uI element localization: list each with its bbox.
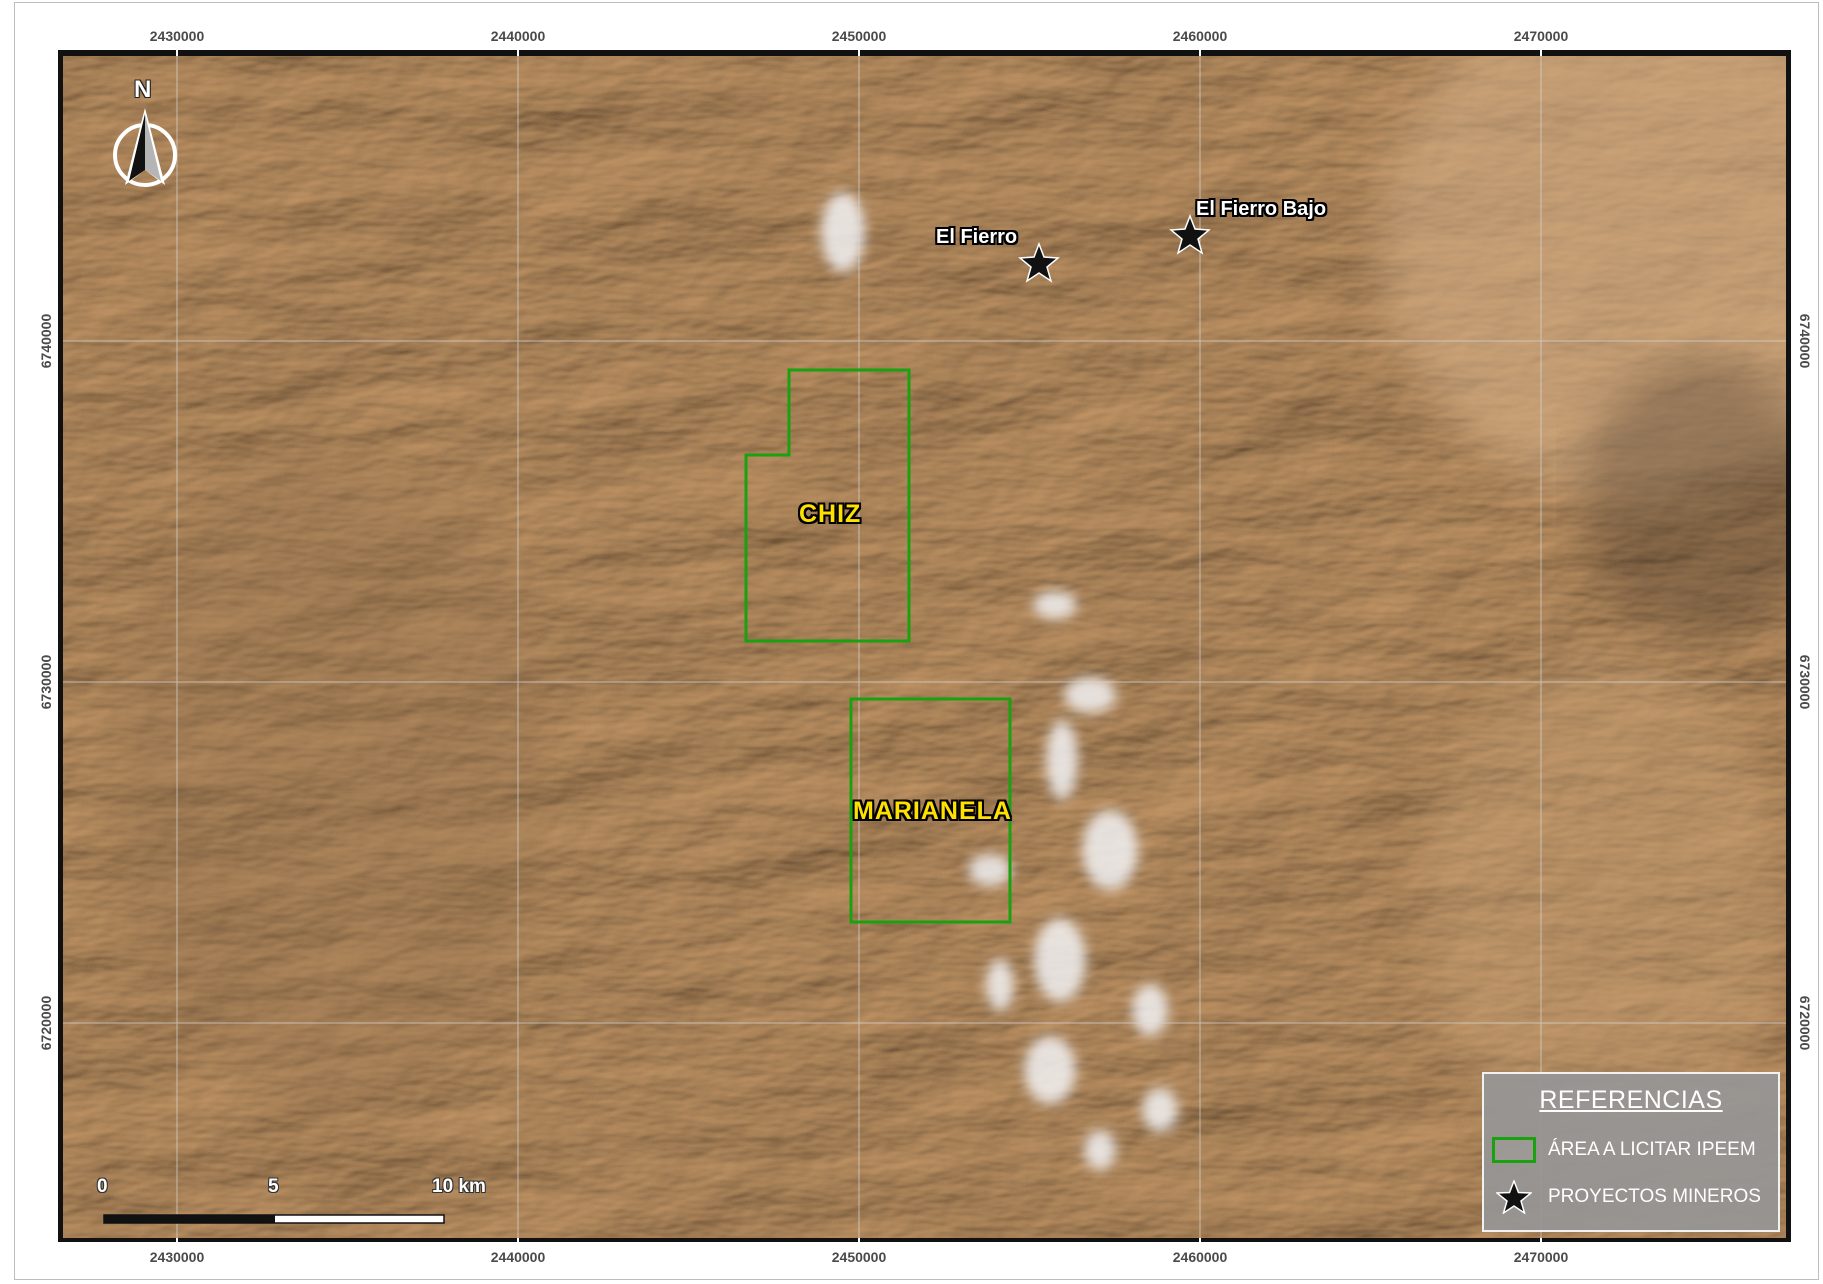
easting-label-bottom: 2470000 <box>1513 1249 1569 1265</box>
legend-item-area: ÁREA A LICITAR IPEEM <box>1492 1134 1756 1166</box>
satellite-imagery <box>63 56 1786 1238</box>
northing-label-right: 6740000 <box>1797 313 1813 369</box>
area-label-marianela[interactable]: MARIANELA <box>853 797 1012 825</box>
project-label-el-fierro[interactable]: El Fierro <box>936 226 1018 248</box>
area-label-chiz[interactable]: CHIZ <box>799 500 862 528</box>
project-label-el-fierro-bajo[interactable]: El Fierro Bajo <box>1196 198 1327 220</box>
tick-marks <box>176 50 1542 1242</box>
northing-label-left: 6730000 <box>38 654 54 710</box>
northing-label-right: 6720000 <box>1797 995 1813 1051</box>
north-arrow-icon <box>113 108 177 187</box>
northing-label-right: 6730000 <box>1797 654 1813 710</box>
legend-item-projects: PROYECTOS MINEROS <box>1492 1180 1761 1214</box>
northing-label-left: 6720000 <box>38 995 54 1051</box>
easting-label-bottom: 2430000 <box>149 1249 205 1265</box>
area-marianela-outline[interactable] <box>849 697 1012 924</box>
easting-label-bottom: 2440000 <box>490 1249 546 1265</box>
star-icon[interactable] <box>1018 241 1060 283</box>
green-rectangle-swatch <box>1492 1137 1536 1163</box>
scale-label-5: 5 <box>268 1176 279 1197</box>
legend-panel: REFERENCIAS ÁREA A LICITAR IPEEM PROYECT… <box>1482 1072 1780 1232</box>
area-chiz-outline[interactable] <box>744 368 911 643</box>
easting-label-top: 2440000 <box>490 28 546 44</box>
outer-frame <box>14 2 1819 1280</box>
easting-label-bottom: 2450000 <box>831 1249 887 1265</box>
star-icon <box>1492 1180 1536 1214</box>
star-icon[interactable] <box>1169 213 1211 255</box>
snow-patches <box>821 192 1178 1170</box>
graticule <box>63 56 1786 1238</box>
legend-label: ÁREA A LICITAR IPEEM <box>1548 1139 1756 1160</box>
north-letter: N <box>134 76 152 103</box>
easting-label-top: 2460000 <box>1172 28 1228 44</box>
scale-label-10-km: 10 km <box>432 1176 486 1197</box>
scale-label-0: 0 <box>97 1176 108 1197</box>
easting-label-bottom: 2460000 <box>1172 1249 1228 1265</box>
easting-label-top: 2450000 <box>831 28 887 44</box>
easting-label-top: 2430000 <box>149 28 205 44</box>
northing-label-left: 6740000 <box>38 313 54 369</box>
easting-label-top: 2470000 <box>1513 28 1569 44</box>
legend-label: PROYECTOS MINEROS <box>1548 1186 1761 1207</box>
scale-bar <box>103 1214 445 1224</box>
legend-title: REFERENCIAS <box>1539 1086 1723 1114</box>
